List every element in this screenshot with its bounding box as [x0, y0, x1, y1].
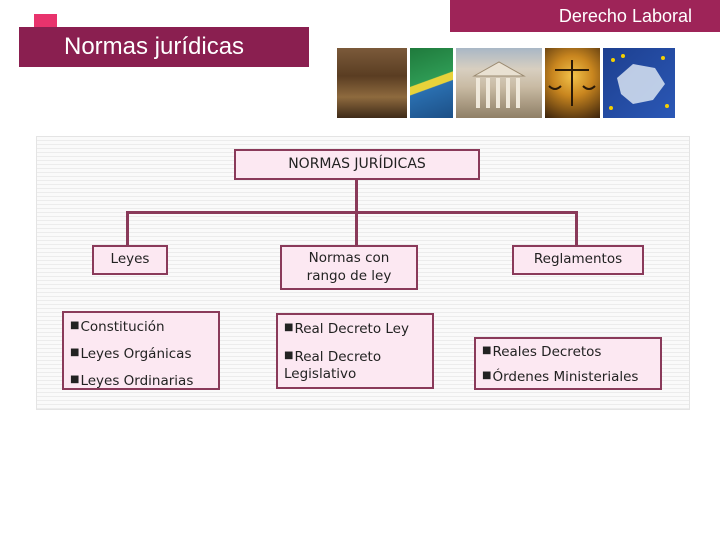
connector-root-down [355, 179, 358, 212]
bullet-icon: ■ [284, 322, 294, 333]
congress-building-photo [456, 48, 542, 118]
scales-of-justice-photo [545, 48, 600, 118]
bullet-icon: ■ [70, 347, 80, 358]
branch-leyes: Leyes [92, 245, 168, 275]
branch-reglamentos: Reglamentos [512, 245, 644, 275]
root-node: NORMAS JURÍDICAS [234, 149, 480, 180]
bullet-icon: ■ [284, 350, 294, 361]
connector-normas-rango [355, 211, 358, 246]
estatuto-trabajadores-book-cover [410, 48, 453, 118]
list-item-label: Real Decreto Legislativo [284, 349, 382, 382]
list-item-label: Reales Decretos [492, 344, 602, 360]
list-item: ■Reales Decretos [482, 339, 654, 364]
bullet-icon: ■ [482, 345, 492, 356]
normas-rango-items-box: ■Real Decreto Ley ■Real Decreto Legislat… [276, 313, 434, 389]
photo-strip [337, 48, 675, 118]
list-item-label: Real Decreto Ley [294, 321, 409, 337]
list-item: ■Órdenes Ministeriales [482, 364, 654, 389]
list-item: ■Leyes Ordinarias [70, 367, 212, 394]
list-item-label: Constitución [80, 319, 165, 335]
course-banner: Derecho Laboral [450, 0, 720, 32]
eu-map-flags-photo [603, 48, 675, 118]
list-item: ■Constitución [70, 313, 212, 340]
root-node-label: NORMAS JURÍDICAS [288, 156, 426, 173]
branch-label: Leyes [110, 251, 150, 268]
reglamentos-items-box: ■Reales Decretos ■Órdenes Ministeriales [474, 337, 662, 390]
branch-normas-rango: Normas con rango de ley [280, 245, 418, 290]
list-item: ■Real Decreto Ley [284, 319, 426, 338]
course-label: Derecho Laboral [558, 5, 692, 26]
bullet-icon: ■ [70, 374, 80, 385]
list-item-label: Órdenes Ministeriales [492, 369, 639, 385]
connector-horizontal [126, 211, 578, 214]
bullet-icon: ■ [70, 320, 80, 331]
branch-label: Reglamentos [533, 251, 623, 268]
branch-label: Normas con rango de ley [306, 249, 392, 284]
parliament-session-photo [337, 48, 407, 118]
bullet-icon: ■ [482, 370, 492, 381]
list-item: ■Leyes Orgánicas [70, 340, 212, 367]
list-item-label: Leyes Ordinarias [80, 373, 194, 389]
connector-reglamentos [575, 211, 578, 246]
list-item-label: Leyes Orgánicas [80, 346, 192, 362]
slide-title-bar: Normas jurídicas [19, 27, 309, 67]
connector-leyes [126, 211, 129, 246]
leyes-items-box: ■Constitución ■Leyes Orgánicas ■Leyes Or… [62, 311, 220, 390]
slide-title: Normas jurídicas [64, 33, 245, 60]
list-item: ■Real Decreto Legislativo [284, 347, 394, 383]
